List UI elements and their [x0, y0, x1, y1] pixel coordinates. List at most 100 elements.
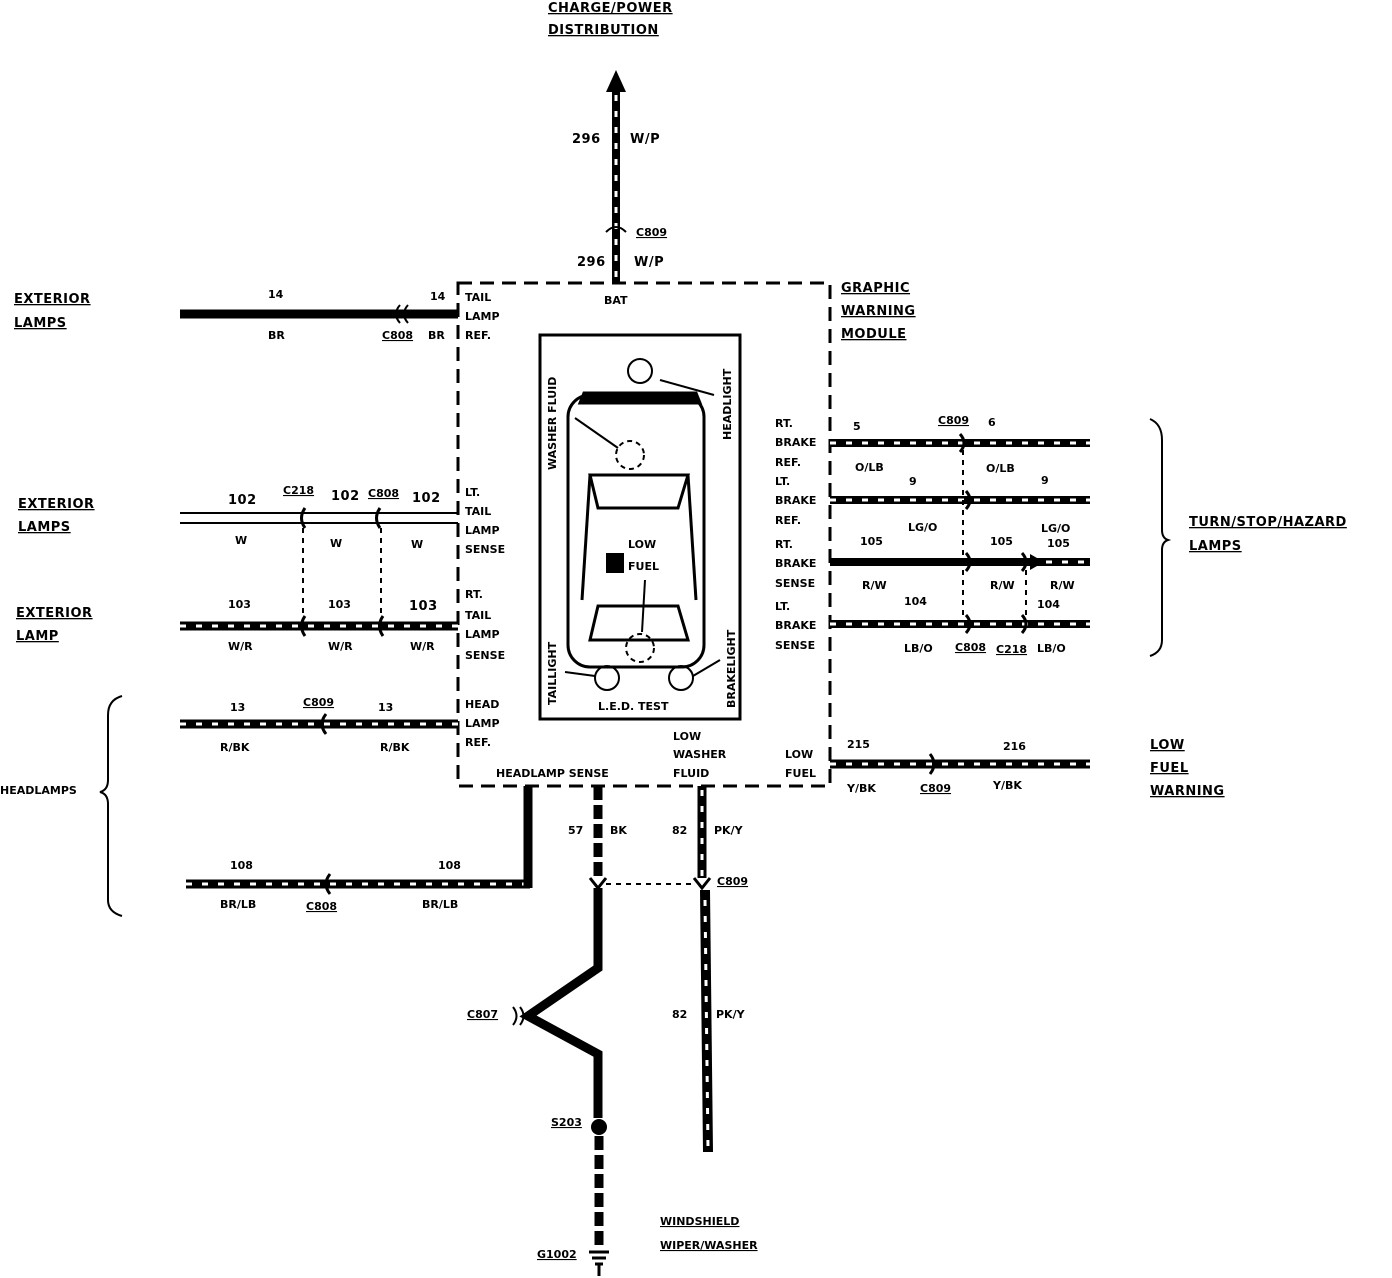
right-circuits: 5 C809 6 O/LB O/LB 9 9 LG/O LG/O 105 105…: [830, 414, 1346, 799]
pin-lt-brake-ref-3: REF.: [775, 514, 801, 527]
exterior-lamps-2-line2: LAMPS: [18, 520, 71, 535]
connector-c218-right-icon: [1020, 552, 1028, 634]
charge-power-title-2: DISTRIBUTION: [548, 23, 659, 38]
wire-296-number-lower: 296: [577, 255, 606, 270]
wire-108-number-b: 108: [438, 859, 461, 872]
arrow-up-icon: [606, 70, 626, 92]
pin-rt-tail-3: LAMP: [465, 628, 500, 641]
charge-power-title-1: CHARGE/POWER: [548, 1, 673, 16]
wire-215-number: 215: [847, 738, 870, 751]
wire-103-number-b: 103: [328, 598, 351, 611]
exterior-lamps-1-line2: LAMPS: [14, 316, 67, 331]
wire-5-number-b: 6: [988, 416, 996, 429]
wire-102-color-c: W: [411, 538, 423, 551]
module-title-1: GRAPHIC: [841, 281, 910, 296]
wire-102-number-a: 102: [228, 493, 257, 508]
connector-c809-right-icon: [928, 753, 936, 775]
display-outline: [538, 333, 742, 721]
wire-216-number: 216: [1003, 740, 1026, 753]
pin-lt-tail-1: LT.: [465, 486, 480, 499]
module-title-2: WARNING: [841, 304, 916, 319]
pin-lt-tail-4: SENSE: [465, 543, 505, 556]
wire-296-number: 296: [572, 132, 601, 147]
pin-rt-tail-2: TAIL: [465, 609, 491, 622]
headlight-label: HEADLIGHT: [721, 368, 734, 440]
module-outline: [456, 281, 832, 788]
fuel-arrow-icon: [641, 579, 646, 633]
module-title-3: MODULE: [841, 327, 907, 342]
wire-216-color: Y/BK: [992, 779, 1022, 792]
exterior-lamps-1-line1: EXTERIOR: [14, 292, 91, 307]
washer-fluid-label: WASHER FLUID: [546, 377, 559, 470]
wire-5-color-b: O/LB: [986, 462, 1015, 475]
connector-103-icon: [300, 615, 385, 637]
wire-104-color-b: LB/O: [1037, 642, 1066, 655]
connector-c809-bottom-label: C809: [717, 875, 748, 888]
turn-stop-brace: [1149, 418, 1172, 657]
windshield-label-1: WINDSHIELD: [660, 1215, 739, 1228]
wire-82-number: 82: [672, 824, 687, 837]
charge-power-distribution: CHARGE/POWER DISTRIBUTION 296 W/P C809 2…: [548, 1, 673, 282]
wire-5-color-a: O/LB: [855, 461, 884, 474]
wire-108-color-a: BR/LB: [220, 898, 256, 911]
wire-103-number-a: 103: [228, 598, 251, 611]
car-icon: [566, 358, 706, 691]
pin-rt-brake-sense-1: RT.: [775, 538, 793, 551]
pin-tail-ref-2: LAMP: [465, 310, 500, 323]
wire-57-color: BK: [610, 824, 627, 837]
low-fuel-warning-line1: LOW: [1150, 738, 1185, 753]
connector-c807-label: C807: [467, 1008, 498, 1021]
brakelight-arrow-icon: [692, 659, 721, 677]
graphic-warning-module: GRAPHIC WARNING MODULE BAT TAIL LAMP REF…: [456, 281, 916, 788]
brakelight-label: BRAKELIGHT: [725, 629, 738, 708]
wire-82-color: PK/Y: [714, 824, 744, 837]
wire-13-color-b: R/BK: [380, 741, 410, 754]
wire-9-number-a: 9: [909, 475, 917, 488]
turn-stop-hazard-line2: LAMPS: [1189, 539, 1242, 554]
low-fuel-warning-line3: WARNING: [1150, 784, 1225, 799]
wire-105-number-c: 105: [1047, 537, 1070, 550]
low-fuel-label-1: LOW: [628, 538, 656, 551]
exterior-lamp-3-line1: EXTERIOR: [16, 606, 93, 621]
connector-82-icon: [692, 877, 712, 891]
left-circuits: EXTERIOR LAMPS 14 14 BR C808 BR EXTERIOR…: [0, 288, 533, 917]
pin-low-fuel-1: LOW: [785, 748, 813, 761]
splice-s203-label: S203: [551, 1116, 582, 1129]
low-fuel-warning-line2: FUEL: [1150, 761, 1189, 776]
wire-105-number-a: 105: [860, 535, 883, 548]
pin-lt-brake-sense-1: LT.: [775, 600, 790, 613]
washer-arrow-icon: [574, 417, 619, 449]
wire-108-number-a: 108: [230, 859, 253, 872]
pin-lt-tail-2: TAIL: [465, 505, 491, 518]
pin-head-ref-1: HEAD: [465, 698, 499, 711]
wire-9-number-b: 9: [1041, 474, 1049, 487]
wire-104-number-a: 104: [904, 595, 927, 608]
wire-104-connector-1: C808: [955, 641, 986, 654]
taillight-label: TAILLIGHT: [546, 641, 559, 705]
low-fuel-label-2: FUEL: [628, 560, 659, 573]
pin-lt-brake-ref-2: BRAKE: [775, 494, 816, 507]
pin-rt-brake-ref-2: BRAKE: [775, 436, 816, 449]
arrow-right-icon: [1030, 554, 1044, 570]
wire-14-color-a: BR: [268, 329, 285, 342]
exterior-lamp-3-line2: LAMP: [16, 629, 59, 644]
wire-102-number-b: 102: [331, 489, 360, 504]
pin-rt-brake-ref-1: RT.: [775, 417, 793, 430]
wire-82-color-lower: PK/Y: [716, 1008, 746, 1021]
headlamps-brace: [99, 695, 123, 917]
wire-57-lower: [519, 888, 603, 1118]
pin-lt-brake-sense-3: SENSE: [775, 639, 815, 652]
wire-14-color-b: BR: [428, 329, 445, 342]
wire-108-color-b: BR/LB: [422, 898, 458, 911]
wire-13-number-a: 13: [230, 701, 245, 714]
wire-105-number-b: 105: [990, 535, 1013, 548]
wire-57-number: 57: [568, 824, 583, 837]
led-test-label: L.E.D. TEST: [598, 700, 669, 713]
ground-g1002-label: G1002: [537, 1248, 577, 1261]
pin-rt-brake-ref-3: REF.: [775, 456, 801, 469]
wire-82-number-lower: 82: [672, 1008, 687, 1021]
pin-rt-brake-sense-3: SENSE: [775, 577, 815, 590]
wire-215-connector: C809: [920, 782, 951, 795]
pin-bat: BAT: [604, 294, 628, 307]
wire-102-color-a: W: [235, 534, 247, 547]
